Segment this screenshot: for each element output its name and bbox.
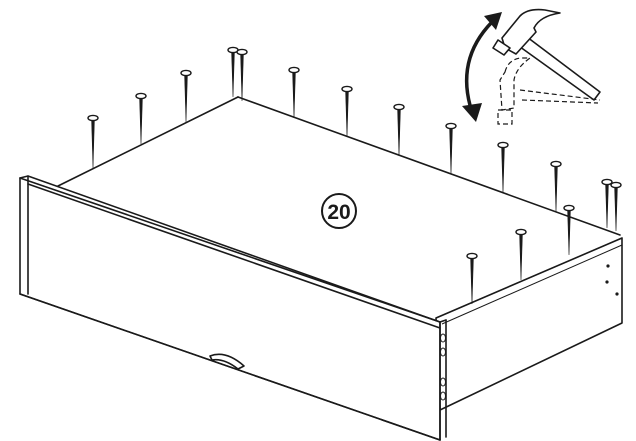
nail-icon [341, 85, 353, 138]
nail-icon [227, 46, 239, 98]
drawer-front-panel [19, 175, 447, 441]
nail-icon [563, 204, 575, 256]
curved-double-arrow-icon [462, 12, 502, 122]
nail-icon [445, 122, 457, 175]
nail-icon [610, 181, 622, 232]
drawer-body [435, 237, 623, 411]
nail-icon [288, 66, 300, 119]
nail-icon [466, 252, 478, 305]
side-hole [606, 264, 610, 268]
hammer-icon [462, 8, 601, 125]
nail-icon [393, 103, 405, 157]
nail-icon [236, 48, 248, 102]
dowel [440, 333, 446, 343]
side-hole [605, 280, 609, 284]
step-number: 20 [327, 201, 350, 224]
nail-icon [497, 141, 509, 194]
drawer-back-panel [57, 96, 621, 236]
nails-group [87, 46, 622, 305]
handle-cutout [209, 353, 245, 370]
nail-icon [135, 92, 147, 145]
hammer-solid [492, 8, 601, 101]
nail-icon [550, 160, 562, 213]
dowel [440, 377, 446, 387]
side-hole [615, 292, 619, 296]
dowel [440, 391, 446, 401]
nail-icon [180, 69, 192, 123]
nail-icon [601, 178, 613, 229]
dowel [440, 347, 446, 357]
nail-icon [515, 228, 527, 281]
nail-icon [87, 114, 99, 169]
step-number-badge: 20 [321, 193, 357, 229]
hammer-ghost [497, 57, 601, 125]
